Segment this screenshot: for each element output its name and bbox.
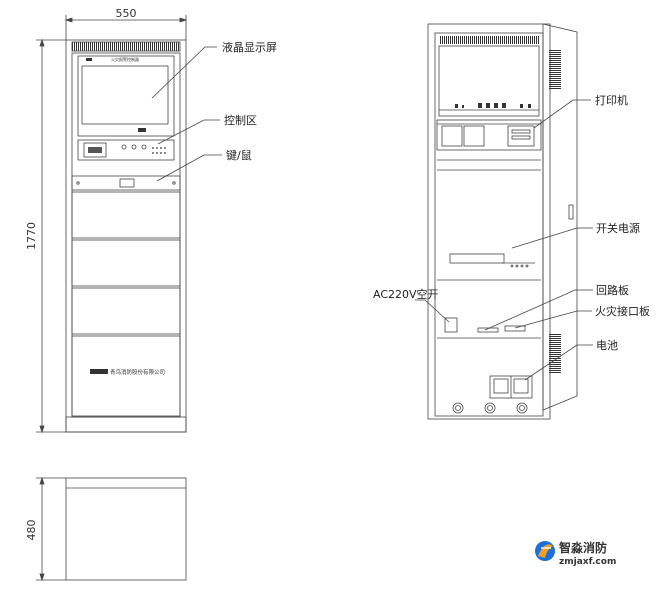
watermark-name: 智淼消防: [558, 540, 607, 555]
label-keyboard: 键/鼠: [226, 148, 252, 162]
top-view: [36, 476, 187, 582]
printer-unit: [507, 125, 535, 147]
printer-tray: [436, 119, 542, 151]
printer-slot-mid: [463, 125, 485, 147]
leader-lines-front: [151, 46, 222, 182]
watermark: 智淼消防 zmjaxf.com: [535, 540, 616, 567]
label-loop-board: 回路板: [596, 283, 629, 297]
door-top-vent: [549, 50, 561, 90]
internal-view: [415, 23, 593, 420]
front-plinth: [65, 416, 187, 433]
control-led-group: [152, 147, 166, 154]
control-knob-2: [131, 144, 137, 150]
fire-interface-board: [504, 325, 526, 332]
blank-panel-4: [71, 335, 181, 417]
watermark-logo-icon: [535, 541, 555, 561]
lcd-screen: [81, 65, 169, 125]
label-printer: 打印机: [595, 93, 628, 107]
screen-header: 火灾报警控制器: [111, 56, 139, 62]
door-hinge: [568, 204, 574, 220]
leader-lines-internal: [415, 99, 593, 381]
front-printer-slot: [83, 142, 107, 158]
keyboard-handle: [119, 178, 135, 188]
switching-power-supply: [449, 253, 505, 264]
door-bottom-vent: [549, 334, 561, 374]
internal-cabinet-outline: [427, 23, 551, 420]
brand-logo-small: [86, 58, 92, 61]
internal-frame: [434, 32, 544, 417]
caster-2: [484, 402, 496, 414]
company-logo: [90, 369, 108, 374]
width-value: 550: [116, 7, 137, 20]
control-knob-1: [121, 144, 127, 150]
ac-breaker: [444, 317, 458, 333]
company-name: 青鸟消防股份有限公司: [110, 368, 165, 376]
blank-panel-2: [71, 239, 181, 287]
height-value: 1770: [25, 222, 38, 250]
caster-1: [452, 402, 464, 414]
caster-3: [516, 402, 528, 414]
front-view: 550 1770 火灾报警控制器: [25, 7, 222, 434]
lcd-panel: [77, 55, 175, 137]
blank-panel-1: [71, 191, 181, 239]
lcd-monitor-back: [438, 45, 540, 117]
open-door: [542, 23, 578, 411]
width-dimension: [64, 15, 188, 40]
connector-row: [455, 103, 531, 108]
label-ac-breaker: AC220V空开: [373, 287, 439, 301]
printer-slot-left: [441, 125, 463, 147]
label-battery: 电池: [596, 339, 618, 352]
lcd-indicator: [138, 128, 146, 132]
label-fire-interface: 火灾接口板: [595, 304, 650, 318]
depth-value: 480: [25, 520, 38, 541]
blank-panel-3: [71, 287, 181, 335]
control-panel: [77, 139, 175, 161]
front-top-vent: [72, 42, 180, 51]
label-lcd: 液晶显示屏: [222, 40, 277, 54]
keyboard-drawer: [71, 175, 181, 191]
label-control: 控制区: [224, 113, 257, 127]
control-knob-3: [141, 144, 147, 150]
internal-top-vent: [439, 36, 539, 44]
front-inner-frame: [71, 52, 181, 418]
height-dimension: [36, 38, 66, 434]
watermark-url: zmjaxf.com: [559, 557, 616, 567]
top-view-outline: [65, 477, 187, 581]
label-switch-power: 开关电源: [596, 221, 640, 235]
loop-board: [477, 327, 499, 333]
